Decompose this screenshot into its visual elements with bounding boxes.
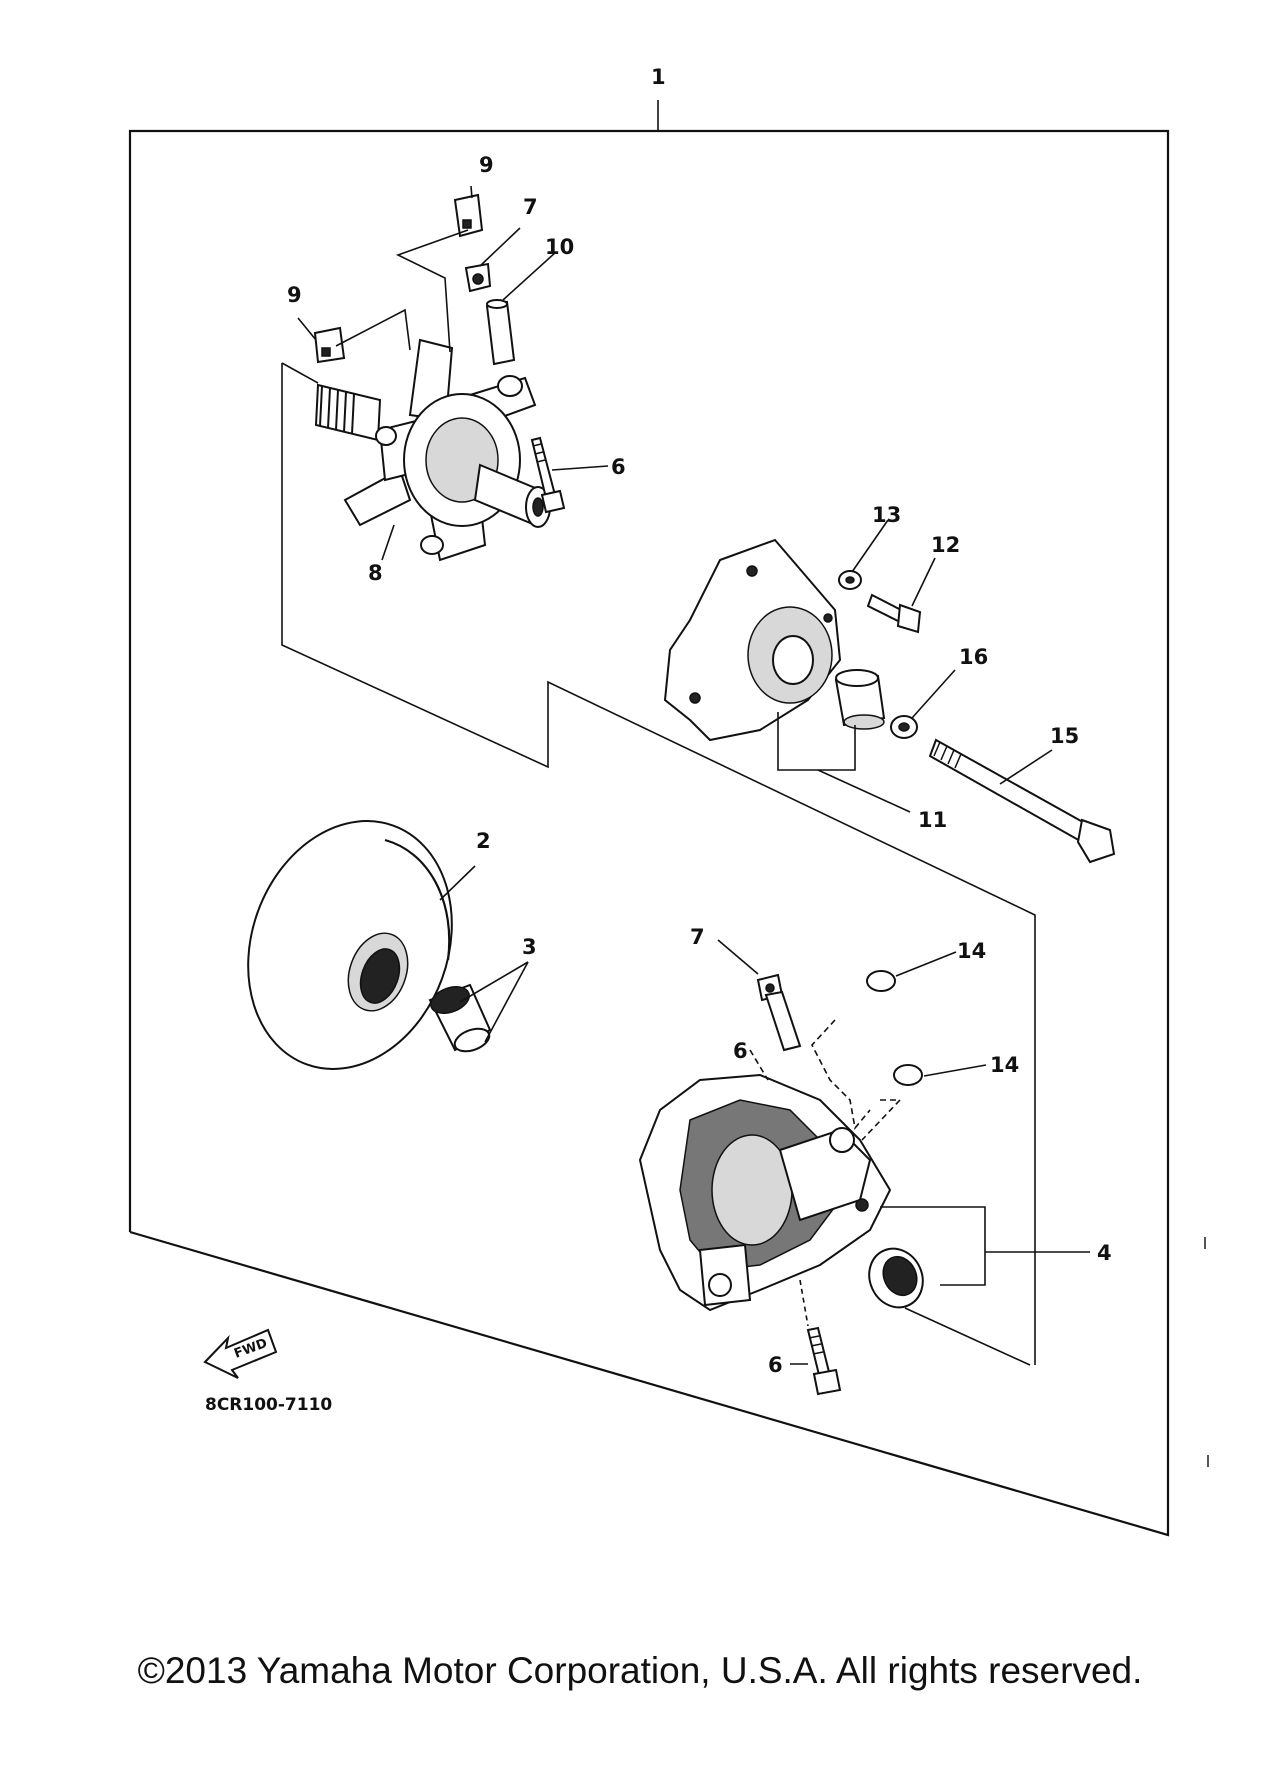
callout-15: 15 bbox=[1050, 724, 1079, 748]
collar-part bbox=[428, 983, 492, 1053]
washer-part bbox=[890, 715, 918, 739]
bolt-part bbox=[530, 436, 566, 514]
callout-3: 3 bbox=[522, 935, 537, 959]
nut-part bbox=[464, 262, 492, 293]
leader-lines bbox=[281, 185, 609, 561]
callout-9b: 9 bbox=[287, 283, 302, 307]
callout-14a: 14 bbox=[957, 939, 986, 963]
bolt-part bbox=[806, 1326, 842, 1396]
callout-numbers: 1 9 7 10 9 6 8 13 12 16 15 11 2 3 7 14 6… bbox=[287, 65, 1112, 1377]
pin-part bbox=[764, 990, 802, 1052]
leader-lines bbox=[777, 519, 1053, 813]
pin-part bbox=[485, 299, 516, 366]
cap-part bbox=[866, 970, 923, 1086]
scan-specks bbox=[1204, 1237, 1209, 1467]
callout-6c: 6 bbox=[768, 1353, 783, 1377]
callout-16: 16 bbox=[959, 645, 988, 669]
spider-shaft-part bbox=[314, 338, 551, 562]
callout-8: 8 bbox=[368, 561, 383, 585]
leader-lines bbox=[717, 939, 1090, 1366]
bushing-part bbox=[868, 1247, 924, 1309]
callout-4: 4 bbox=[1097, 1241, 1112, 1265]
movable-sheave-part bbox=[638, 1073, 892, 1312]
callout-14b: 14 bbox=[990, 1053, 1019, 1077]
callout-10: 10 bbox=[545, 235, 574, 259]
assembly-outline bbox=[128, 100, 1170, 1537]
bushing-part bbox=[834, 669, 886, 730]
callout-13: 13 bbox=[872, 503, 901, 527]
callout-1: 1 bbox=[651, 65, 666, 89]
callout-7a: 7 bbox=[523, 195, 538, 219]
callout-12: 12 bbox=[931, 533, 960, 557]
callout-6b: 6 bbox=[733, 1039, 748, 1063]
part-code: 8CR100-7110 bbox=[205, 1395, 332, 1415]
slider-block-part bbox=[453, 193, 484, 238]
cover-plate-part bbox=[663, 538, 842, 742]
forward-arrow-icon: FWD bbox=[203, 1328, 278, 1379]
callout-9a: 9 bbox=[479, 153, 494, 177]
leader-lines bbox=[439, 865, 529, 1043]
callout-7b: 7 bbox=[690, 925, 705, 949]
sheave-disc-part bbox=[247, 820, 453, 1070]
callout-6a: 6 bbox=[611, 455, 626, 479]
bolt-part bbox=[866, 593, 922, 634]
copyright-text: ©2013 Yamaha Motor Corporation, U.S.A. A… bbox=[137, 1650, 1143, 1691]
callout-11: 11 bbox=[918, 808, 947, 832]
washer-part bbox=[838, 570, 862, 590]
callout-2: 2 bbox=[476, 829, 491, 853]
long-bolt-part bbox=[928, 738, 1116, 864]
slider-block-part bbox=[313, 326, 346, 364]
